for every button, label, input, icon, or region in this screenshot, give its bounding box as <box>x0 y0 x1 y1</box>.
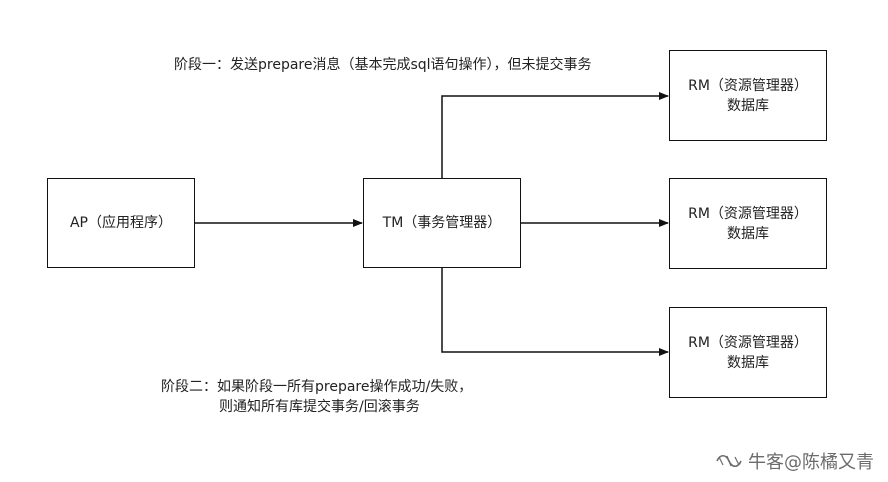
rm-node-top: RM（资源管理器） 数据库 <box>669 50 827 141</box>
watermark-text: 牛客@陈橘又青 <box>748 452 874 473</box>
phase-two-line1: 阶段二：如果阶段一所有prepare操作成功/失败， <box>161 379 473 395</box>
rm-bottom-sublabel: 数据库 <box>727 354 769 371</box>
ap-node: AP（应用程序） <box>47 178 195 268</box>
phase-one-note: 阶段一：发送prepare消息（基本完成sql语句操作），但未提交事务 <box>174 55 592 75</box>
phase-two-line2: 则通知所有库提交事务/回滚事务 <box>219 399 420 415</box>
phase-two-note: 阶段二：如果阶段一所有prepare操作成功/失败， 则通知所有库提交事务/回滚… <box>161 377 472 417</box>
phase-one-text: 阶段一：发送prepare消息（基本完成sql语句操作），但未提交事务 <box>174 57 592 73</box>
rm-mid-sublabel: 数据库 <box>727 225 769 242</box>
tm-label: TM（事务管理器） <box>382 215 502 231</box>
rm-bottom-label: RM（资源管理器） <box>688 334 808 351</box>
rm-top-label: RM（资源管理器） <box>688 77 808 94</box>
watermark: 牛客@陈橘又青 <box>714 448 874 474</box>
rm-mid-label: RM（资源管理器） <box>688 205 808 222</box>
niuke-logo-icon <box>716 454 742 468</box>
tm-node: TM（事务管理器） <box>363 178 521 268</box>
rm-node-bottom: RM（资源管理器） 数据库 <box>669 307 827 398</box>
ap-label: AP（应用程序） <box>69 215 173 231</box>
rm-node-mid: RM（资源管理器） 数据库 <box>669 178 827 269</box>
arrow-tm-to-rm-bottom <box>441 268 669 356</box>
rm-top-sublabel: 数据库 <box>727 97 769 114</box>
arrow-tm-to-rm-top <box>441 92 669 179</box>
